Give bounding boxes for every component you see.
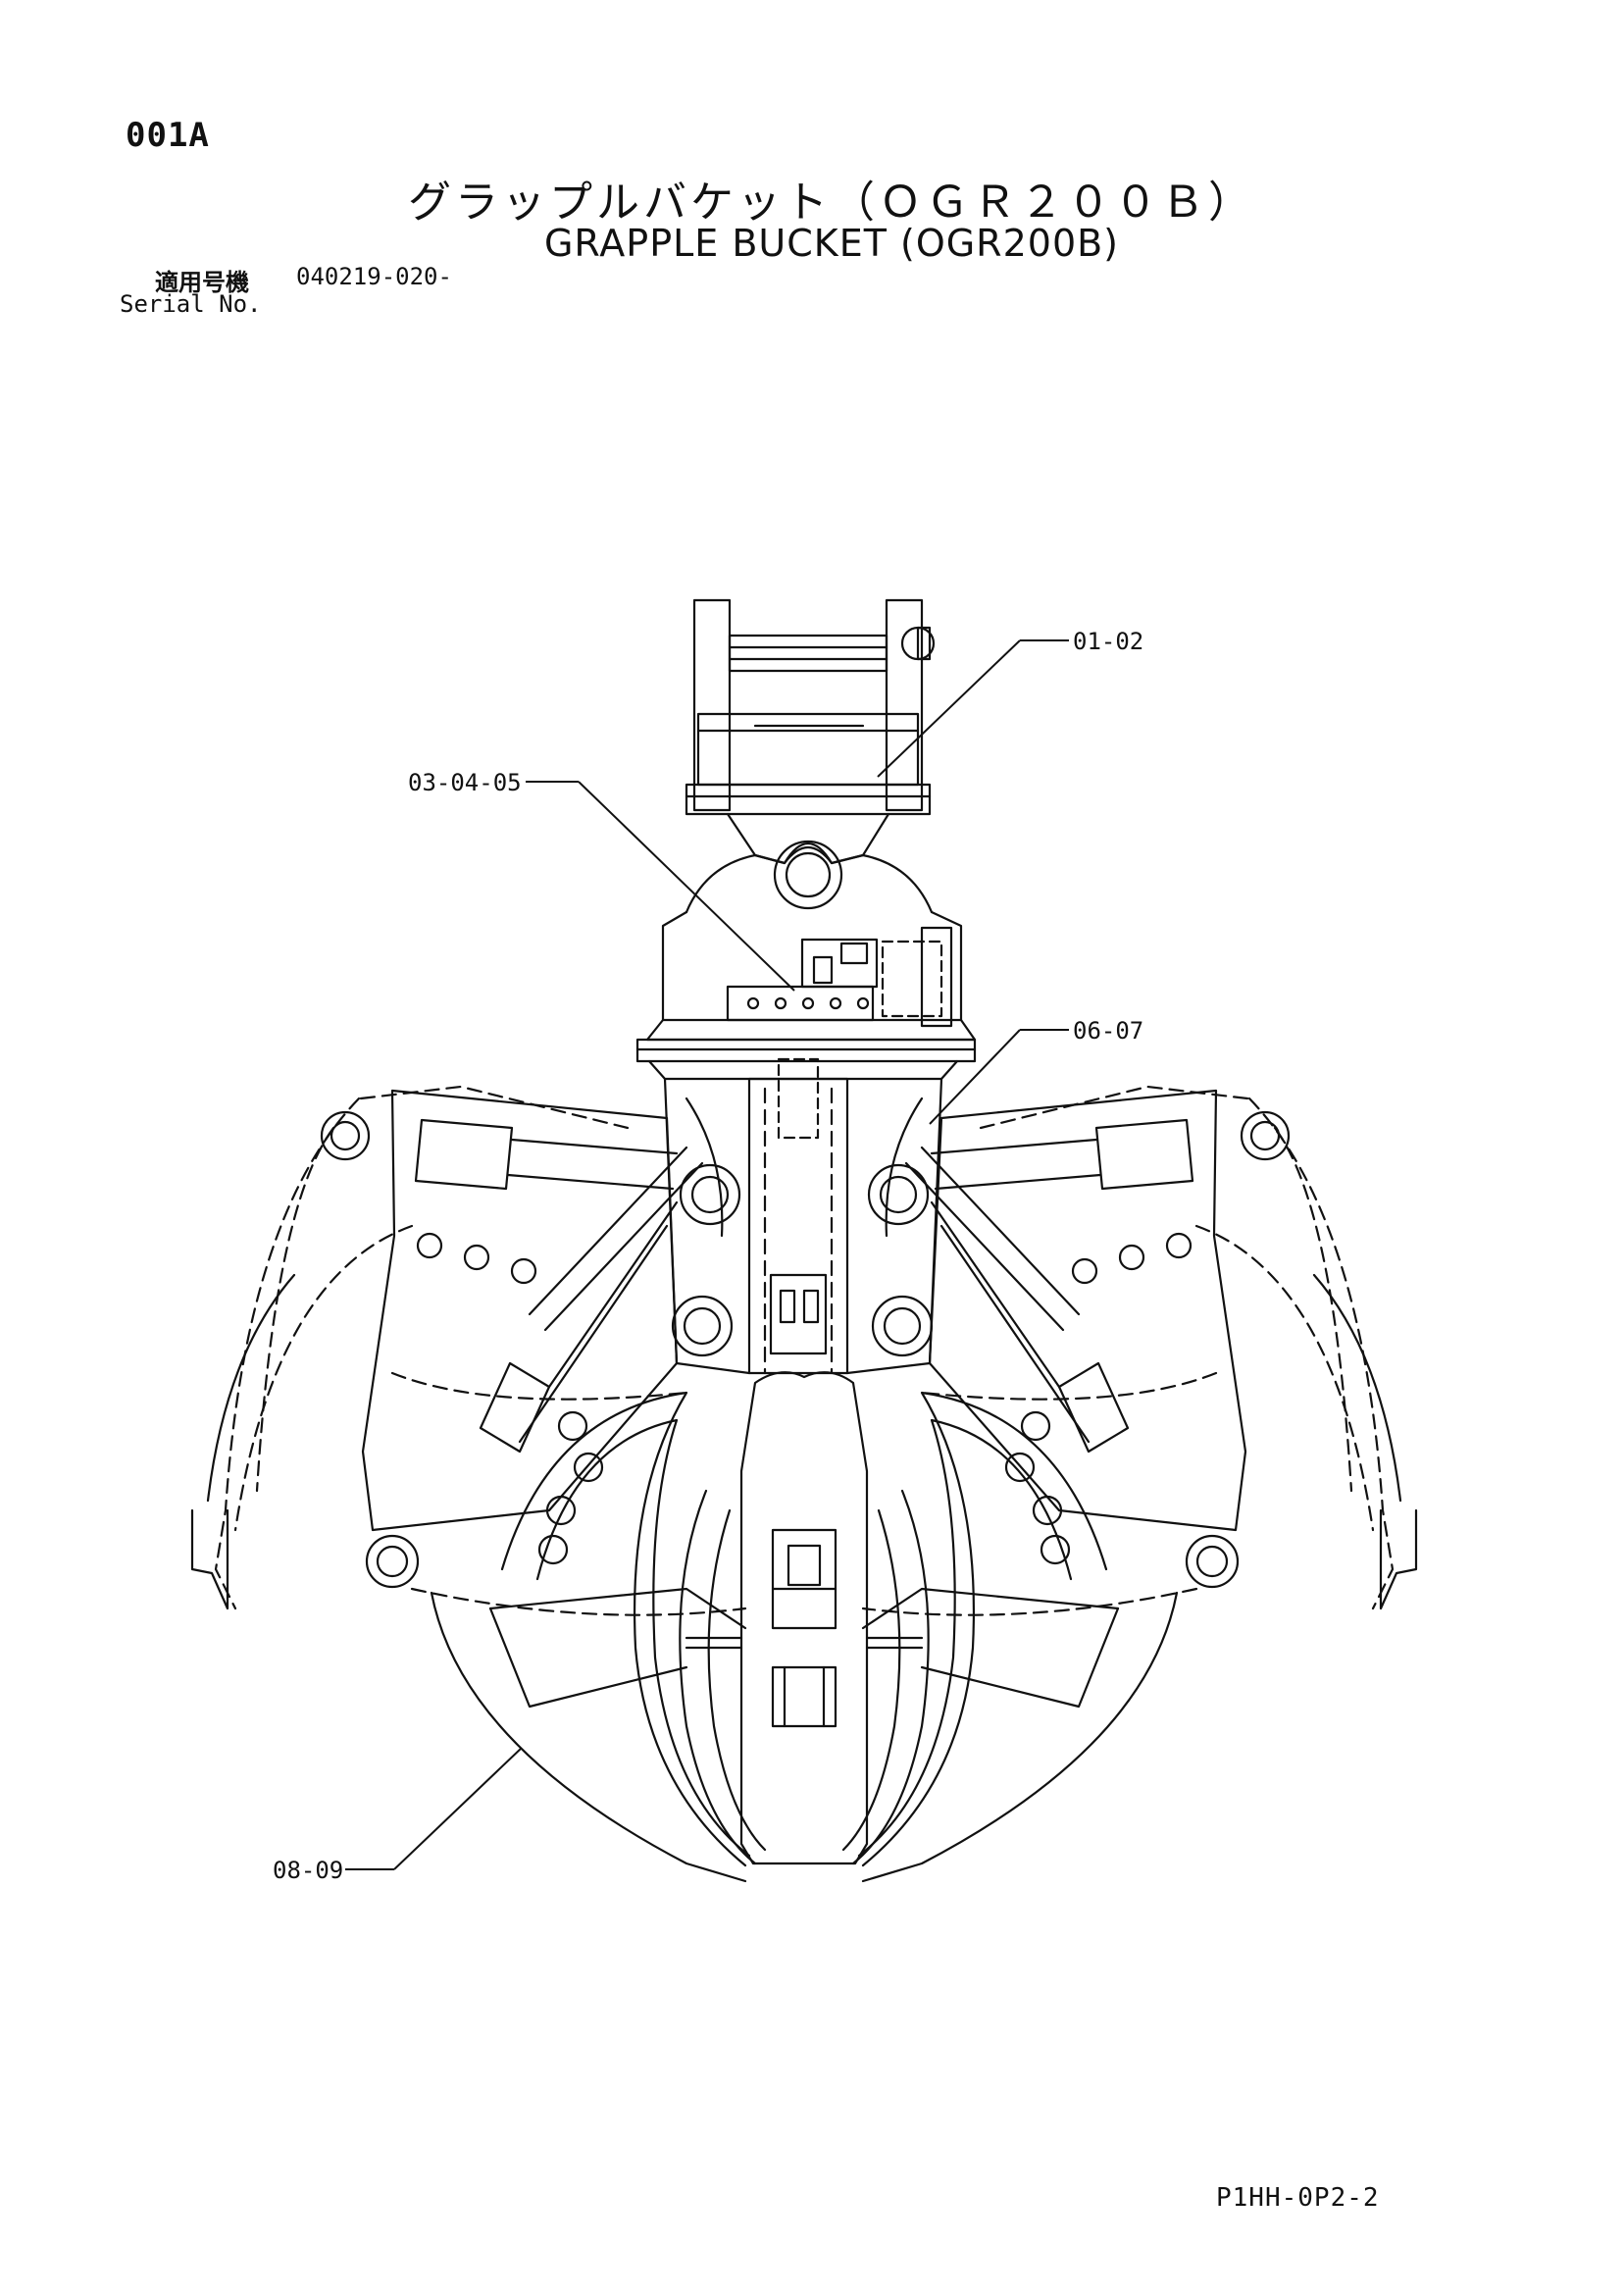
serial-label-english: Serial No.	[120, 290, 262, 318]
hydraulic-cylinders	[414, 1118, 1194, 1454]
page-code: 001A	[126, 116, 210, 155]
center-tine	[685, 1371, 924, 1865]
serial-label-japanese: 適用号機	[155, 269, 249, 296]
serial-number-value: 040219-020-	[296, 263, 452, 290]
callout-labels: 01-02 03-04-05 06-07 08-09	[273, 628, 1143, 1884]
mounting-bracket	[685, 598, 936, 816]
drawing-code: P1HH-0P2-2	[1216, 2183, 1380, 2213]
tine-tips	[190, 1273, 1418, 1610]
title-english: GRAPPLE BUCKET (OGR200B)	[543, 222, 1120, 265]
callout-01-02: 01-02	[1073, 628, 1143, 655]
closed-shells	[430, 1391, 1179, 1883]
center-body	[647, 1057, 959, 1375]
callout-03-04-05: 03-04-05	[408, 769, 522, 796]
title-japanese: グラップルバケット（ＯＧＲ２００Ｂ）	[408, 178, 1255, 228]
callout-06-07: 06-07	[1073, 1017, 1143, 1045]
callout-08-09: 08-09	[273, 1857, 343, 1884]
arm-plates	[361, 1089, 1247, 1565]
pivot-pins	[320, 1110, 1291, 1589]
swivel-head	[635, 812, 977, 1063]
tines-open-dashed	[214, 1085, 1395, 1616]
